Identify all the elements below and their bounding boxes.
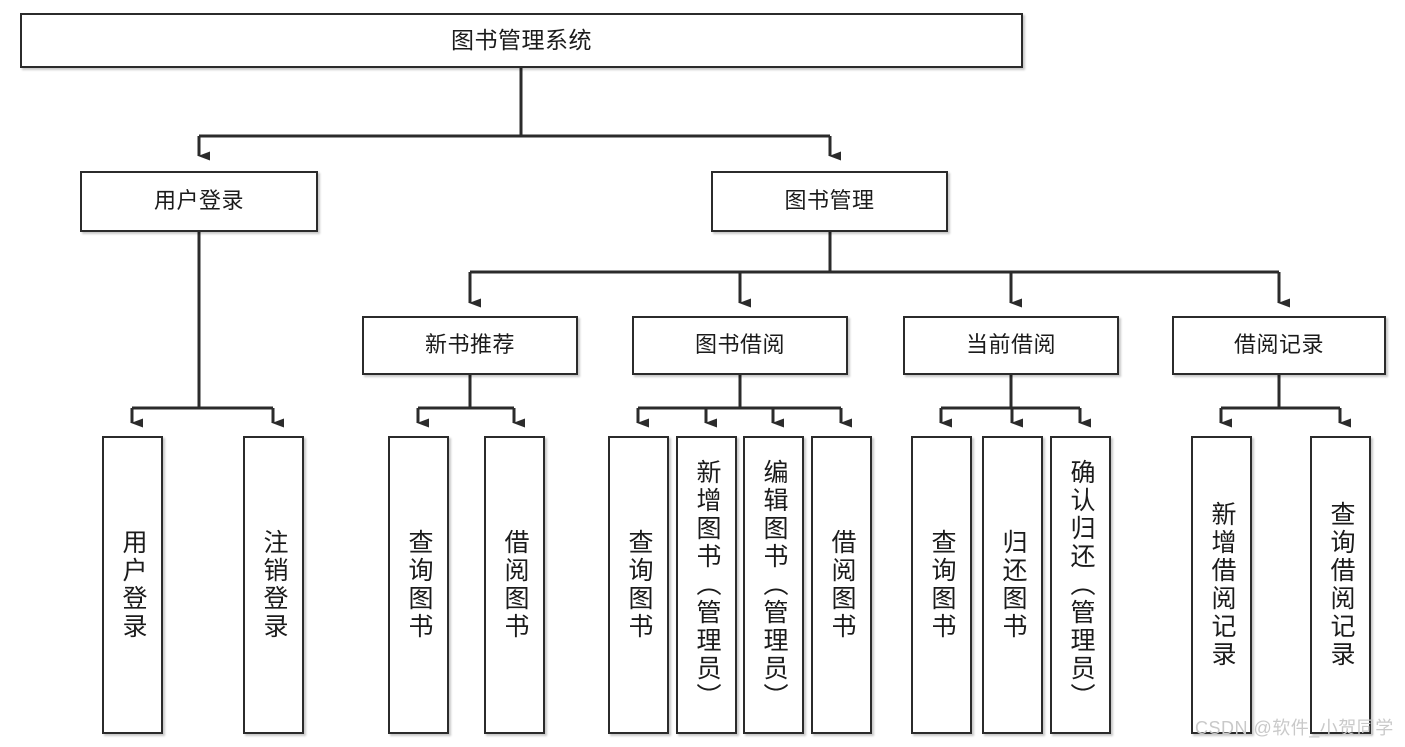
connectors-root-to-level1 bbox=[197, 68, 841, 161]
node-leaf-borrow-book-1[interactable]: 借阅图书 bbox=[484, 436, 545, 734]
node-leaf-add-book-label: 新增图书（管理员） bbox=[693, 459, 721, 711]
node-new-book-rec-label: 新书推荐 bbox=[424, 332, 515, 358]
node-root[interactable]: 图书管理系统 bbox=[20, 13, 1023, 68]
node-leaf-add-record-label: 新增借阅记录 bbox=[1208, 501, 1236, 669]
node-leaf-borrow-book-1-label: 借阅图书 bbox=[501, 529, 529, 641]
node-borrow-record-label: 借阅记录 bbox=[1233, 332, 1324, 358]
node-leaf-confirm-return[interactable]: 确认归还（管理员） bbox=[1050, 436, 1111, 734]
node-leaf-query-record[interactable]: 查询借阅记录 bbox=[1310, 436, 1371, 734]
node-leaf-query-book-1[interactable]: 查询图书 bbox=[388, 436, 449, 734]
node-root-label: 图书管理系统 bbox=[451, 27, 592, 54]
connectors-bookmanage-to-level2 bbox=[468, 232, 1290, 308]
connectors-bookborrow-to-leaves bbox=[636, 375, 852, 428]
node-current-borrow[interactable]: 当前借阅 bbox=[903, 316, 1119, 375]
node-current-borrow-label: 当前借阅 bbox=[965, 332, 1056, 358]
node-new-book-rec[interactable]: 新书推荐 bbox=[362, 316, 578, 375]
connectors-userlogin-to-leaves bbox=[130, 232, 284, 428]
node-leaf-return-book[interactable]: 归还图书 bbox=[982, 436, 1043, 734]
node-leaf-add-record[interactable]: 新增借阅记录 bbox=[1191, 436, 1252, 734]
connectors-borrowrecord-to-leaves bbox=[1219, 375, 1351, 428]
node-leaf-return-book-label: 归还图书 bbox=[999, 529, 1027, 641]
node-leaf-edit-book-label: 编辑图书（管理员） bbox=[760, 459, 788, 711]
node-leaf-user-logout[interactable]: 注销登录 bbox=[243, 436, 304, 734]
node-user-login[interactable]: 用户登录 bbox=[80, 171, 318, 232]
node-leaf-query-book-3-label: 查询图书 bbox=[928, 529, 956, 641]
node-leaf-borrow-book-2-label: 借阅图书 bbox=[828, 529, 856, 641]
node-leaf-query-book-3[interactable]: 查询图书 bbox=[911, 436, 972, 734]
csdn-watermark: CSDN @软件_小贺同学 bbox=[1195, 718, 1394, 738]
node-leaf-query-book-2-label: 查询图书 bbox=[625, 529, 653, 641]
node-leaf-edit-book[interactable]: 编辑图书（管理员） bbox=[743, 436, 804, 734]
node-book-borrow-label: 图书借阅 bbox=[694, 332, 785, 358]
node-leaf-query-book-2[interactable]: 查询图书 bbox=[608, 436, 669, 734]
node-book-manage-label: 图书管理 bbox=[784, 188, 875, 214]
node-leaf-query-record-label: 查询借阅记录 bbox=[1327, 501, 1355, 669]
node-leaf-user-logout-label: 注销登录 bbox=[260, 529, 288, 641]
node-leaf-query-book-1-label: 查询图书 bbox=[405, 529, 433, 641]
node-leaf-add-book[interactable]: 新增图书（管理员） bbox=[676, 436, 737, 734]
node-borrow-record[interactable]: 借阅记录 bbox=[1172, 316, 1386, 375]
node-book-borrow[interactable]: 图书借阅 bbox=[632, 316, 848, 375]
connectors-currentborrow-to-leaves bbox=[939, 375, 1091, 428]
node-leaf-user-login[interactable]: 用户登录 bbox=[102, 436, 163, 734]
node-book-manage[interactable]: 图书管理 bbox=[711, 171, 948, 232]
node-leaf-borrow-book-2[interactable]: 借阅图书 bbox=[811, 436, 872, 734]
connectors-newbookrec-to-leaves bbox=[416, 375, 525, 428]
node-leaf-confirm-return-label: 确认归还（管理员） bbox=[1067, 459, 1095, 711]
node-leaf-user-login-label: 用户登录 bbox=[119, 529, 147, 641]
node-user-login-label: 用户登录 bbox=[153, 188, 244, 214]
